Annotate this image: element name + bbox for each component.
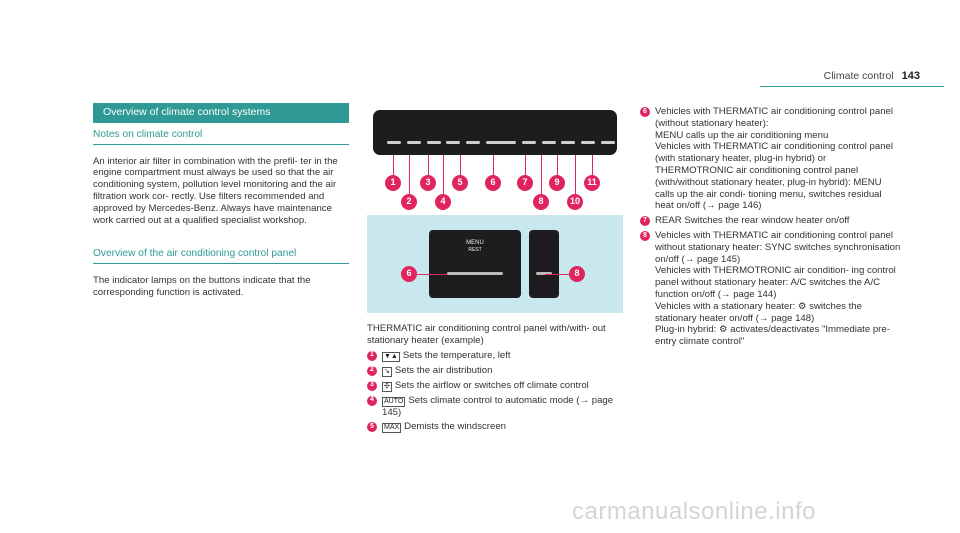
list-item: 2 ↘Sets the air distribution	[367, 365, 623, 377]
callout-11: 11	[584, 175, 600, 191]
notes-paragraph: An interior air filter in combination wi…	[93, 155, 338, 226]
section-title: Overview of climate control systems	[93, 103, 349, 123]
overview-heading: Overview of the air conditioning control…	[93, 248, 349, 264]
callout-1: 1	[385, 175, 401, 191]
watermark: carmanualsonline.info	[572, 498, 816, 525]
page-header: Climate control 143	[824, 70, 920, 84]
item-number: 1	[367, 350, 377, 361]
temperature-icon: ▼▲	[382, 351, 400, 362]
air-distribution-icon: ↘	[382, 366, 392, 377]
panel-buttons	[387, 137, 615, 147]
callout-9: 9	[549, 175, 565, 191]
page-number: 143	[901, 70, 920, 82]
item-number: 4	[367, 395, 377, 406]
item-number: 2	[367, 365, 377, 376]
list-item: 1 ▼▲Sets the temperature, left	[367, 350, 623, 362]
item-number: 8	[640, 230, 650, 241]
callout-5: 5	[452, 175, 468, 191]
left-column: Overview of climate control systems Note…	[93, 100, 349, 298]
detail-callout-6: 6	[401, 266, 417, 282]
notes-heading: Notes on climate control	[93, 129, 349, 145]
panel-overview: 1 3 5 6 7 9 11 2 4 8 10	[367, 100, 623, 215]
callout-2: 2	[401, 194, 417, 210]
list-item: 6 Vehicles with THERMATIC air conditioni…	[640, 106, 902, 212]
item-number: 3	[367, 380, 377, 391]
fan-icon: ✣	[382, 381, 392, 392]
rest-label: REST	[468, 246, 482, 253]
item-number: 5	[367, 422, 377, 433]
control-panel-bar	[373, 110, 617, 155]
list-item: 7 REAR Switches the rear window heater o…	[640, 215, 902, 227]
chapter-title: Climate control	[823, 70, 894, 83]
figure-caption: THERMATIC air conditioning control panel…	[367, 323, 606, 346]
header-divider	[760, 86, 944, 87]
list-item: 3 ✣Sets the airflow or switches off clim…	[367, 380, 623, 392]
auto-icon: AUTO	[382, 396, 406, 407]
right-column: 6 Vehicles with THERMATIC air conditioni…	[640, 103, 902, 348]
detail-callout-8: 8	[569, 266, 585, 282]
callout-3: 3	[420, 175, 436, 191]
callout-8: 8	[533, 194, 549, 210]
overview-paragraph: The indicator lamps on the buttons indic…	[93, 274, 311, 298]
item-number: 7	[640, 216, 650, 227]
menu-label: MENU	[466, 240, 484, 246]
callout-4: 4	[435, 194, 451, 210]
callout-6: 6	[485, 175, 501, 191]
list-item: 8 Vehicles with THERMATIC air conditioni…	[640, 230, 902, 348]
item-number: 6	[640, 107, 650, 117]
windscreen-max-icon: MAX	[382, 423, 402, 434]
sync-button-detail	[529, 230, 559, 298]
callout-10: 10	[567, 194, 583, 210]
callout-7: 7	[517, 175, 533, 191]
